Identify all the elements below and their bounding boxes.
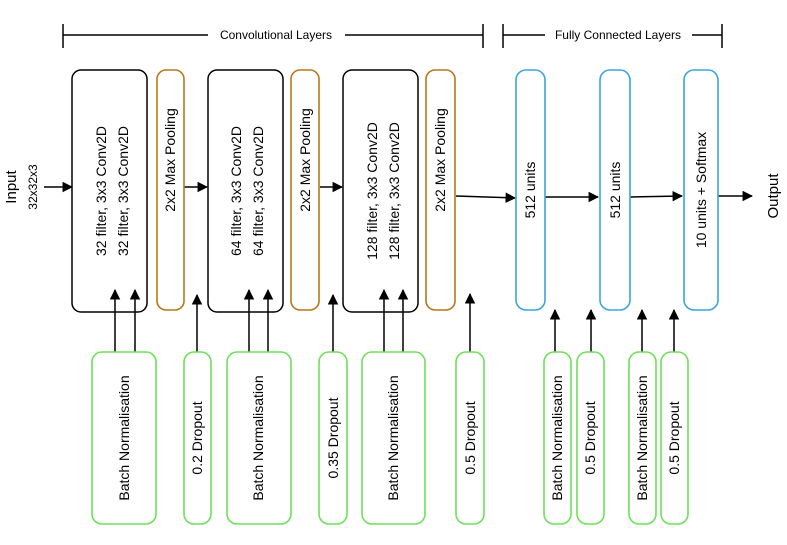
svg-text:0.2 Dropout: 0.2 Dropout: [189, 401, 205, 474]
conv-block-1: 32 filter, 3x3 Conv2D 32 filter, 3x3 Con…: [71, 69, 148, 313]
dense-block-2: 512 units: [599, 69, 631, 311]
svg-text:0.5 Dropout: 0.5 Dropout: [462, 401, 478, 474]
output-label: Output: [765, 173, 782, 219]
conv-block-2: 64 filter, 3x3 Conv2D 64 filter, 3x3 Con…: [207, 69, 284, 313]
batch-norm-box-3: Batch Normalisation: [361, 351, 426, 525]
svg-text:128 filter, 3x3 Conv2D: 128 filter, 3x3 Conv2D: [364, 122, 380, 260]
max-pool-block-3: 2x2 Max Pooling: [425, 69, 456, 311]
svg-text:512 units: 512 units: [522, 162, 538, 219]
svg-text:32 filter, 3x3 Conv2D: 32 filter, 3x3 Conv2D: [93, 126, 109, 256]
svg-text:0.35 Dropout: 0.35 Dropout: [325, 397, 341, 478]
batch-norm-box-4: Batch Normalisation: [543, 351, 572, 525]
svg-text:32 filter, 3x3 Conv2D: 32 filter, 3x3 Conv2D: [115, 126, 131, 256]
max-pool-block-1: 2x2 Max Pooling: [156, 69, 185, 311]
svg-text:2x2 Max Pooling: 2x2 Max Pooling: [162, 108, 178, 212]
fc-layers-label: Fully Connected Layers: [555, 28, 681, 42]
max-pool-block-2: 2x2 Max Pooling: [290, 69, 320, 311]
input-label: Input 32x32x3: [3, 164, 40, 210]
svg-text:Batch Normalisation: Batch Normalisation: [549, 375, 565, 500]
batch-norm-box-2: Batch Normalisation: [226, 351, 292, 525]
dropout-box-4: 0.5 Dropout: [576, 351, 605, 525]
conv-layers-bracket: Convolutional Layers: [62, 24, 484, 48]
dropout-box-5: 0.5 Dropout: [660, 351, 689, 525]
dense-block-1: 512 units: [515, 69, 546, 311]
regularizer-arrows: [109, 288, 680, 352]
svg-text:10 units + Softmax: 10 units + Softmax: [693, 132, 709, 248]
svg-text:Batch Normalisation: Batch Normalisation: [385, 375, 401, 500]
batch-norm-box-1: Batch Normalisation: [91, 351, 157, 525]
input-shape: 32x32x3: [26, 164, 40, 210]
svg-text:0.5 Dropout: 0.5 Dropout: [582, 401, 598, 474]
svg-text:64 filter, 3x3 Conv2D: 64 filter, 3x3 Conv2D: [250, 126, 266, 256]
svg-text:2x2 Max Pooling: 2x2 Max Pooling: [297, 108, 313, 212]
dropout-box-2: 0.35 Dropout: [318, 351, 348, 525]
svg-text:0.5 Dropout: 0.5 Dropout: [666, 401, 682, 474]
svg-text:64 filter, 3x3 Conv2D: 64 filter, 3x3 Conv2D: [228, 126, 244, 256]
conv-layers-label: Convolutional Layers: [220, 28, 332, 42]
fc-layers-bracket: Fully Connected Layers: [502, 24, 723, 48]
svg-text:512 units: 512 units: [607, 162, 623, 219]
conv-block-3: 128 filter, 3x3 Conv2D 128 filter, 3x3 C…: [342, 69, 419, 313]
svg-text:Batch Normalisation: Batch Normalisation: [116, 375, 132, 500]
batch-norm-box-5: Batch Normalisation: [628, 351, 657, 525]
svg-text:Batch Normalisation: Batch Normalisation: [634, 375, 650, 500]
svg-text:128 filter, 3x3 Conv2D: 128 filter, 3x3 Conv2D: [386, 122, 402, 260]
svg-text:Batch Normalisation: Batch Normalisation: [250, 375, 266, 500]
dense-block-3: 10 units + Softmax: [683, 69, 719, 311]
svg-text:Input: Input: [3, 169, 20, 203]
svg-text:2x2 Max Pooling: 2x2 Max Pooling: [432, 108, 448, 212]
dropout-box-3: 0.5 Dropout: [455, 351, 485, 525]
main-flow-arrows: [44, 181, 754, 203]
dropout-box-1: 0.2 Dropout: [183, 351, 212, 525]
